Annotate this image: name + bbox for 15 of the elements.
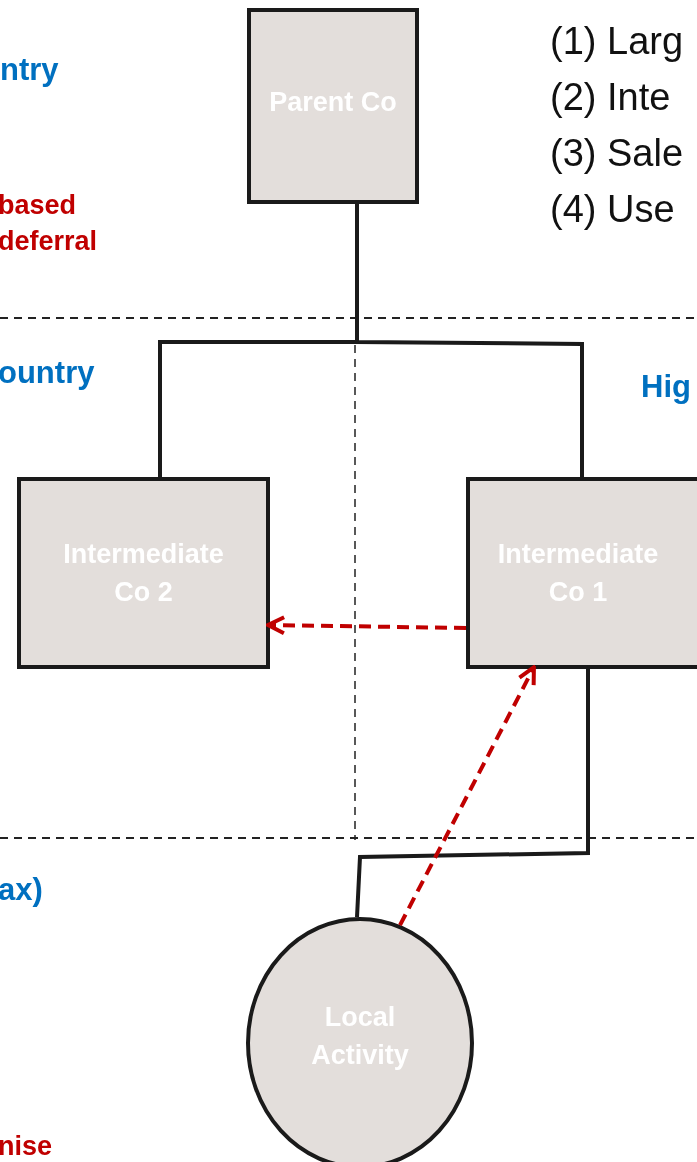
connector-line: [266, 615, 467, 636]
annotation-text: ountry: [0, 355, 95, 391]
numbered-list-item: (1) Larg: [550, 20, 684, 63]
connector-line: [355, 669, 590, 918]
connector-line: [355, 204, 584, 477]
annotation-text: Hig: [641, 369, 691, 405]
connector-line: [398, 665, 536, 927]
entity-box: [17, 477, 270, 669]
entity-box: [247, 8, 419, 204]
numbered-list-item: (4) Use: [550, 188, 675, 231]
numbered-list-item: (3) Sale: [550, 132, 684, 175]
numbered-list-item: (2) Inte: [550, 76, 671, 119]
annotation-text: nise: [0, 1130, 54, 1162]
entity-box: [466, 477, 697, 669]
annotation-text: ntry: [0, 52, 59, 88]
